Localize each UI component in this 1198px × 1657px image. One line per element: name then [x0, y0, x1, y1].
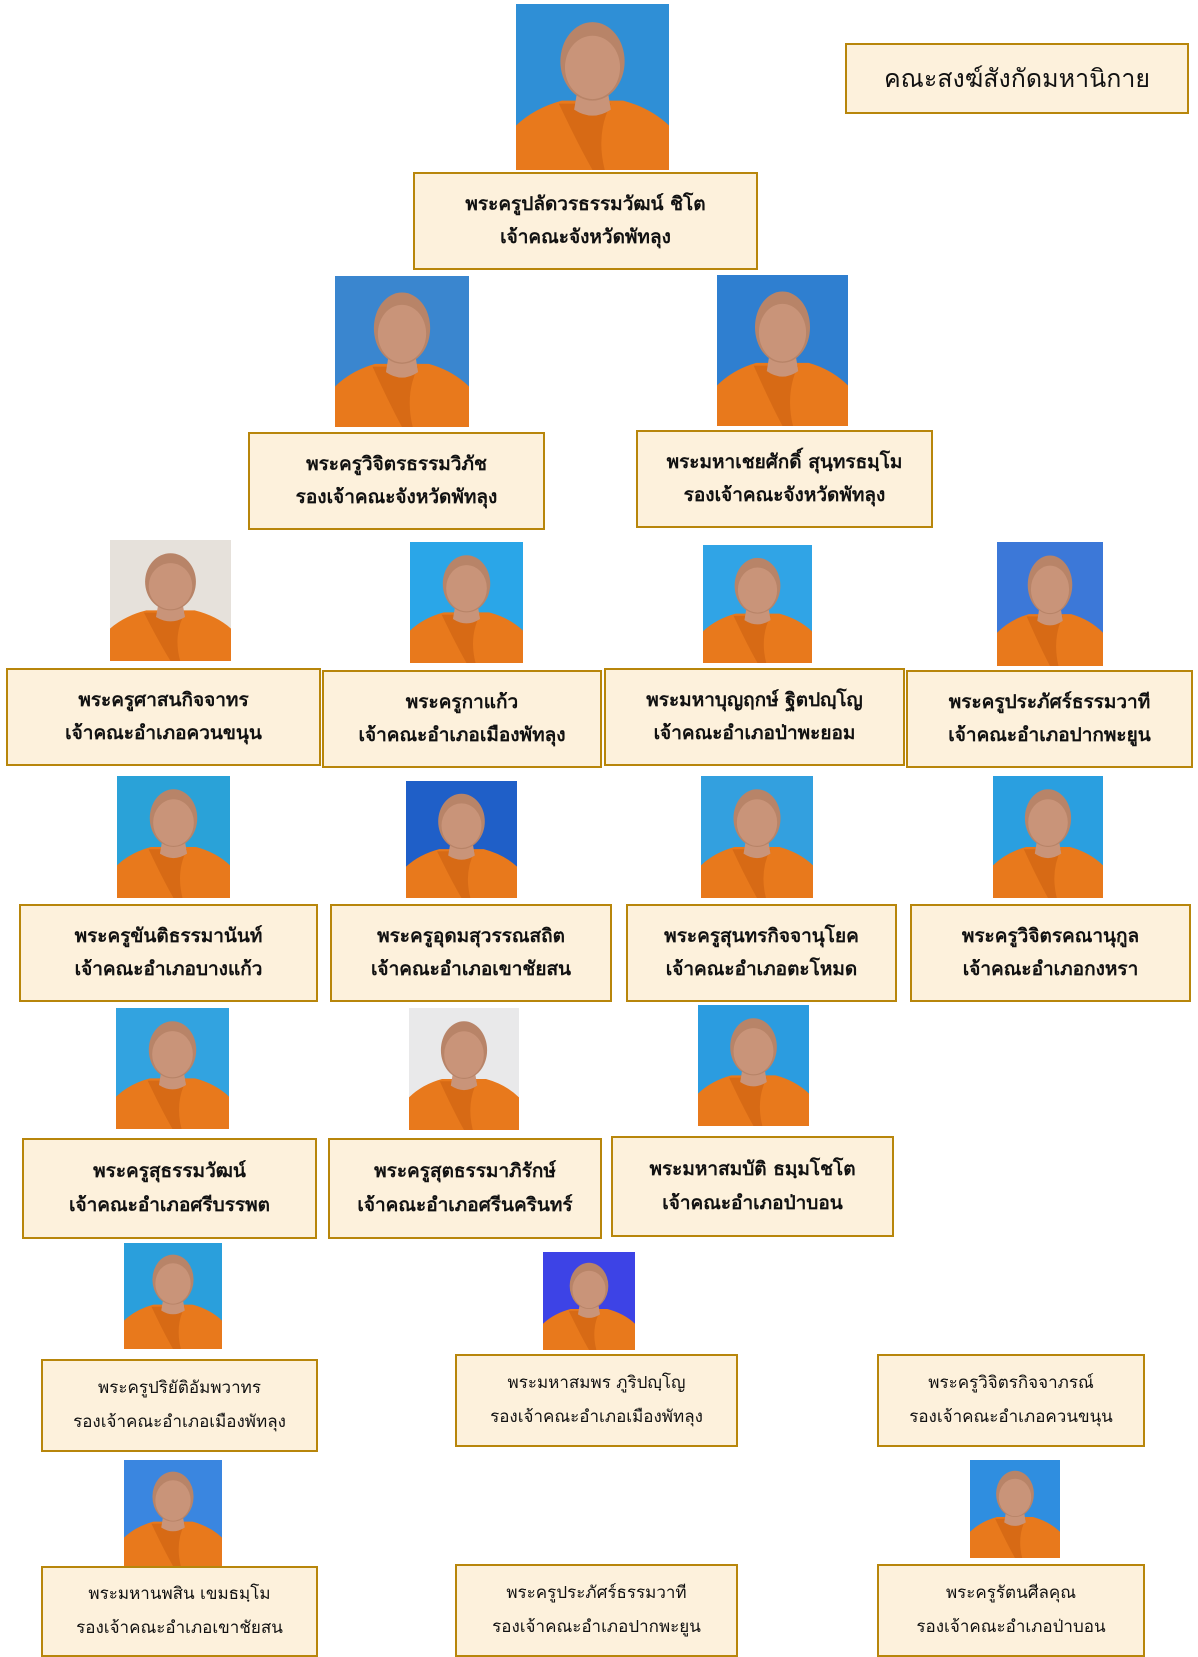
monk-role: เจ้าคณะอำเภอเมืองพัทลุง — [358, 724, 566, 746]
monk-role: รองเจ้าคณะอำเภอเมืองพัทลุง — [490, 1406, 703, 1427]
monk-role: เจ้าคณะอำเภอตะโหมด — [665, 958, 858, 980]
monk-name: พระครูสุตธรรมาภิรักษ์ — [374, 1160, 556, 1183]
monk-card-vice-4: พระมหานพสิน เขมธมฺโมรองเจ้าคณะอำเภอเขาชั… — [41, 1566, 318, 1657]
monk-name: พระครูประภัศร์ธรรมวาที — [948, 690, 1151, 713]
monk-role: เจ้าคณะอำเภอควนขนุน — [65, 722, 262, 744]
monk-name: พระมหาบุญฤกษ์ ฐิตปญฺโญ — [646, 688, 863, 711]
monk-name: พระครูวิจิตรธรรมวิภัช — [306, 452, 487, 475]
monk-name: พระครูกาแก้ว — [405, 690, 519, 713]
monk-role: เจ้าคณะอำเภอศรีนครินทร์ — [357, 1193, 573, 1216]
monk-name: พระครูประภัศร์ธรรมวาที — [506, 1583, 687, 1604]
monk-photo-vice-6 — [970, 1460, 1060, 1558]
monk-card-district-5: พระครูขันติธรรมานันท์เจ้าคณะอำเภอบางแก้ว — [19, 904, 318, 1002]
monk-name: พระครูสุนทรกิจจานุโยค — [664, 924, 859, 947]
monk-photo-district-1 — [110, 540, 231, 661]
monk-photo-deputy-1 — [335, 276, 469, 427]
monk-role: รองเจ้าคณะอำเภอเขาชัยสน — [76, 1617, 283, 1638]
monk-name: พระครูอุดมสุวรรณสถิต — [377, 924, 565, 947]
monk-photo-district-4 — [997, 542, 1103, 666]
monk-card-district-2: พระครูกาแก้วเจ้าคณะอำเภอเมืองพัทลุง — [322, 670, 602, 768]
monk-name: พระมหานพสิน เขมธมฺโม — [88, 1584, 271, 1605]
monk-card-district-1: พระครูศาสนกิจจาทรเจ้าคณะอำเภอควนขนุน — [6, 668, 321, 766]
monk-card-district-6: พระครูอุดมสุวรรณสถิตเจ้าคณะอำเภอเขาชัยสน — [330, 904, 612, 1002]
monk-role: รองเจ้าคณะอำเภอเมืองพัทลุง — [73, 1411, 286, 1432]
monk-role: เจ้าคณะอำเภอกงหรา — [962, 958, 1139, 980]
monk-role: รองเจ้าคณะอำเภอปากพะยูน — [492, 1616, 701, 1637]
monk-card-vice-3: พระครูวิจิตรกิจจาภรณ์รองเจ้าคณะอำเภอควนข… — [877, 1354, 1145, 1447]
monk-name: พระครูปลัดวรธรรมวัฒน์ ชิโต — [465, 192, 706, 215]
monk-role: เจ้าคณะอำเภอบางแก้ว — [74, 958, 263, 980]
sect-label: คณะสงฆ์สังกัดมหานิกาย — [845, 43, 1189, 114]
monk-role: เจ้าคณะอำเภอเขาชัยสน — [370, 958, 572, 980]
monk-photo-vice-2 — [543, 1252, 635, 1350]
monk-card-district-7: พระครูสุนทรกิจจานุโยคเจ้าคณะอำเภอตะโหมด — [626, 904, 897, 1002]
monk-card-deputy-1: พระครูวิจิตรธรรมวิภัชรองเจ้าคณะจังหวัดพั… — [248, 432, 545, 530]
monk-photo-district-3 — [703, 545, 812, 663]
monk-photo-district-11 — [698, 1005, 809, 1126]
monk-name: พระครูรัตนศีลคุณ — [945, 1583, 1077, 1604]
monk-role: เจ้าคณะอำเภอป่าพะยอม — [653, 722, 856, 744]
monk-role: รองเจ้าคณะอำเภอควนขนุน — [909, 1406, 1113, 1427]
monk-name: พระมหาสมพร ภูริปญฺโญ — [507, 1373, 686, 1394]
monk-photo-district-6 — [406, 781, 517, 898]
monk-card-district-10: พระครูสุตธรรมาภิรักษ์เจ้าคณะอำเภอศรีนคริ… — [328, 1138, 602, 1239]
monk-name: พระครูสุธรรมวัฒน์ — [93, 1160, 246, 1183]
monk-photo-vice-4 — [124, 1460, 222, 1566]
monk-card-chief: พระครูปลัดวรธรรมวัฒน์ ชิโตเจ้าคณะจังหวัด… — [413, 172, 758, 270]
monk-name: พระมหาเชยศักดิ์ สุนฺทรธมฺโม — [666, 450, 903, 473]
monk-role: เจ้าคณะอำเภอศรีบรรพต — [69, 1193, 270, 1216]
monk-card-vice-2: พระมหาสมพร ภูริปญฺโญรองเจ้าคณะอำเภอเมือง… — [455, 1354, 738, 1447]
monk-role: เจ้าคณะจังหวัดพัทลุง — [500, 226, 671, 248]
monk-card-district-9: พระครูสุธรรมวัฒน์เจ้าคณะอำเภอศรีบรรพต — [22, 1138, 317, 1239]
monk-card-vice-6: พระครูรัตนศีลคุณรองเจ้าคณะอำเภอป่าบอน — [877, 1564, 1145, 1657]
monk-card-deputy-2: พระมหาเชยศักดิ์ สุนฺทรธมฺโมรองเจ้าคณะจัง… — [636, 430, 933, 528]
monk-role: เจ้าคณะอำเภอปากพะยูน — [948, 724, 1151, 746]
monk-card-vice-1: พระครูปริยัติอัมพวาทรรองเจ้าคณะอำเภอเมือ… — [41, 1359, 318, 1452]
monk-role: รองเจ้าคณะจังหวัดพัทลุง — [295, 486, 498, 508]
monk-name: พระครูวิจิตรกิจจาภรณ์ — [928, 1373, 1094, 1394]
monk-name: พระครูศาสนกิจจาทร — [78, 688, 249, 711]
monk-name: พระครูขันติธรรมานันท์ — [74, 924, 263, 947]
monk-role: รองเจ้าคณะอำเภอป่าบอน — [916, 1616, 1106, 1637]
monk-photo-district-5 — [117, 776, 230, 898]
monk-card-vice-5: พระครูประภัศร์ธรรมวาทีรองเจ้าคณะอำเภอปาก… — [455, 1564, 738, 1657]
monk-photo-district-7 — [701, 776, 813, 898]
monk-card-district-8: พระครูวิจิตรคณานุกูลเจ้าคณะอำเภอกงหรา — [910, 904, 1191, 1002]
monk-name: พระครูวิจิตรคณานุกูล — [961, 924, 1140, 947]
monk-photo-district-2 — [410, 542, 523, 663]
monk-card-district-3: พระมหาบุญฤกษ์ ฐิตปญฺโญเจ้าคณะอำเภอป่าพะย… — [604, 668, 905, 766]
monk-photo-deputy-2 — [717, 275, 848, 426]
monk-card-district-4: พระครูประภัศร์ธรรมวาทีเจ้าคณะอำเภอปากพะย… — [906, 670, 1193, 768]
monk-role: เจ้าคณะอำเภอป่าบอน — [662, 1191, 843, 1214]
monk-card-district-11: พระมหาสมบัติ ธมฺมโชโตเจ้าคณะอำเภอป่าบอน — [611, 1136, 894, 1237]
monk-photo-district-8 — [993, 776, 1103, 898]
monk-name: พระครูปริยัติอัมพวาทร — [98, 1378, 261, 1399]
monk-role: รองเจ้าคณะจังหวัดพัทลุง — [683, 484, 886, 506]
monk-photo-chief — [516, 4, 669, 170]
monk-name: พระมหาสมบัติ ธมฺมโชโต — [649, 1158, 856, 1181]
monk-photo-vice-1 — [124, 1243, 222, 1349]
monk-photo-district-9 — [116, 1008, 229, 1129]
monk-photo-district-10 — [409, 1008, 519, 1130]
